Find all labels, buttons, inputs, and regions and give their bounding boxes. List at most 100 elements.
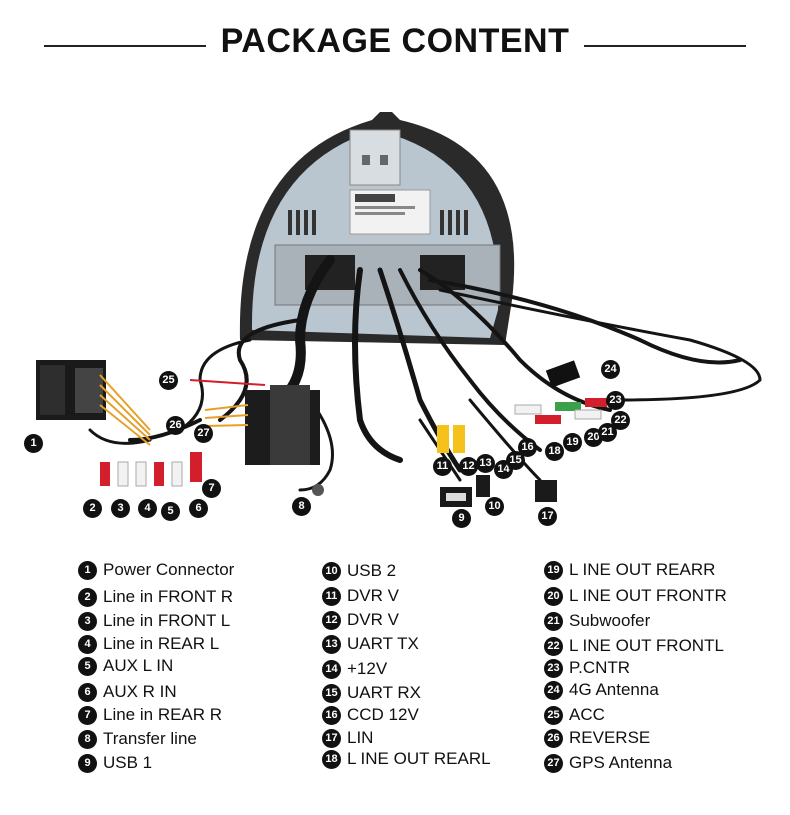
- callout-1: 1: [24, 434, 43, 453]
- legend-label: CCD 12V: [347, 705, 419, 724]
- callout-17: 17: [538, 507, 557, 526]
- callout-23: 23: [606, 391, 625, 410]
- legend-number: 16: [322, 705, 341, 725]
- legend-item-5: 5 AUX L IN: [78, 656, 173, 676]
- callout-10: 10: [485, 497, 504, 516]
- callout-18: 18: [545, 442, 564, 461]
- usb-connectors: [440, 475, 490, 507]
- callout-13: 13: [476, 454, 495, 473]
- legend-number: 2: [78, 587, 97, 607]
- legend-label: L INE OUT REARR: [569, 560, 716, 579]
- callout-3: 3: [111, 499, 130, 518]
- callout-21: 21: [598, 423, 617, 442]
- legend-label: +12V: [347, 659, 388, 678]
- legend-item-8: 8 Transfer line: [78, 729, 197, 749]
- callout-7: 7: [202, 479, 221, 498]
- legend-label: GPS Antenna: [569, 753, 673, 772]
- callout-2: 2: [83, 499, 102, 518]
- callout-8: 8: [292, 497, 311, 516]
- legend-number: 17: [322, 728, 341, 748]
- legend-number: 27: [544, 753, 563, 773]
- 4g-antenna: [545, 360, 581, 388]
- legend-number: 10: [322, 561, 341, 581]
- legend-number: 13: [322, 634, 341, 654]
- legend-item-4: 4 Line in REAR L: [78, 634, 219, 654]
- callout-24: 24: [601, 360, 620, 379]
- legend-number: 4: [78, 634, 97, 654]
- legend-label: Line in FRONT L: [103, 611, 231, 630]
- legend-number: 25: [544, 705, 563, 725]
- legend-label: Subwoofer: [569, 611, 651, 630]
- callout-16: 16: [518, 438, 537, 457]
- legend-label: USB 2: [347, 561, 397, 580]
- cable-harness: [88, 255, 762, 492]
- transfer-line-plug: [312, 484, 324, 496]
- legend-label: Transfer line: [103, 729, 197, 748]
- legend-item-21: 21 Subwoofer: [544, 611, 650, 631]
- legend-item-11: 11 DVR V: [322, 586, 399, 606]
- legend-item-6: 6 AUX R IN: [78, 682, 177, 702]
- legend-item-16: 16 CCD 12V: [322, 705, 419, 725]
- legend-label: USB 1: [103, 753, 153, 772]
- legend-item-15: 15 UART RX: [322, 683, 421, 703]
- legend-label: REVERSE: [569, 728, 651, 747]
- product-illustration: [36, 112, 762, 507]
- legend-number: 8: [78, 729, 97, 749]
- page-title: PACKAGE CONTENT: [220, 22, 570, 60]
- legend-label: L INE OUT REARL: [347, 749, 491, 768]
- legend-number: 5: [78, 656, 97, 676]
- rca-plugs-right: [514, 398, 607, 424]
- legend-label: UART TX: [347, 634, 419, 653]
- legend-item-17: 17 LIN: [322, 728, 373, 748]
- legend-item-25: 25 ACC: [544, 705, 605, 725]
- legend-label: Line in REAR L: [103, 634, 220, 653]
- legend-number: 21: [544, 611, 563, 631]
- legend-item-14: 14 +12V: [322, 659, 387, 679]
- legend-label: 4G Antenna: [569, 680, 659, 699]
- legend-label: DVR V: [347, 586, 399, 605]
- callout-25: 25: [159, 371, 178, 390]
- callout-15: 15: [506, 451, 525, 470]
- legend-number: 18: [322, 749, 341, 769]
- video-rca: [437, 425, 465, 453]
- legend-item-12: 12 DVR V: [322, 610, 399, 630]
- legend-number: 3: [78, 611, 97, 631]
- rca-plugs-left: [100, 452, 202, 487]
- callout-11: 11: [433, 457, 452, 476]
- iso-connector: [189, 379, 320, 465]
- callout-26: 26: [166, 416, 185, 435]
- legend-number: 14: [322, 659, 341, 679]
- legend-label: L INE OUT FRONTL: [569, 636, 724, 655]
- legend-item-3: 3 Line in FRONT L: [78, 611, 230, 631]
- legend-label: AUX R IN: [103, 682, 177, 701]
- legend-item-18: 18 L INE OUT REARL: [322, 749, 491, 769]
- legend-label: DVR V: [347, 610, 399, 629]
- legend-item-13: 13 UART TX: [322, 634, 419, 654]
- callout-19: 19: [563, 433, 582, 452]
- legend-number: 23: [544, 658, 563, 678]
- legend-label: ACC: [569, 705, 605, 724]
- legend-number: 15: [322, 683, 341, 703]
- legend-item-27: 27 GPS Antenna: [544, 753, 672, 773]
- legend-label: Line in FRONT R: [103, 587, 234, 606]
- legend-number: 6: [78, 682, 97, 702]
- legend-item-10: 10 USB 2: [322, 561, 396, 581]
- legend-number: 12: [322, 610, 341, 630]
- legend-number: 24: [544, 680, 563, 700]
- legend-number: 1: [78, 560, 97, 580]
- callout-27: 27: [194, 424, 213, 443]
- callout-4: 4: [138, 499, 157, 518]
- legend-item-24: 24 4G Antenna: [544, 680, 659, 700]
- legend-label: AUX L IN: [103, 656, 174, 675]
- legend-label: UART RX: [347, 683, 422, 702]
- callout-12: 12: [459, 457, 478, 476]
- callout-5: 5: [161, 502, 180, 521]
- legend-label: LIN: [347, 728, 374, 747]
- legend-number: 11: [322, 586, 341, 606]
